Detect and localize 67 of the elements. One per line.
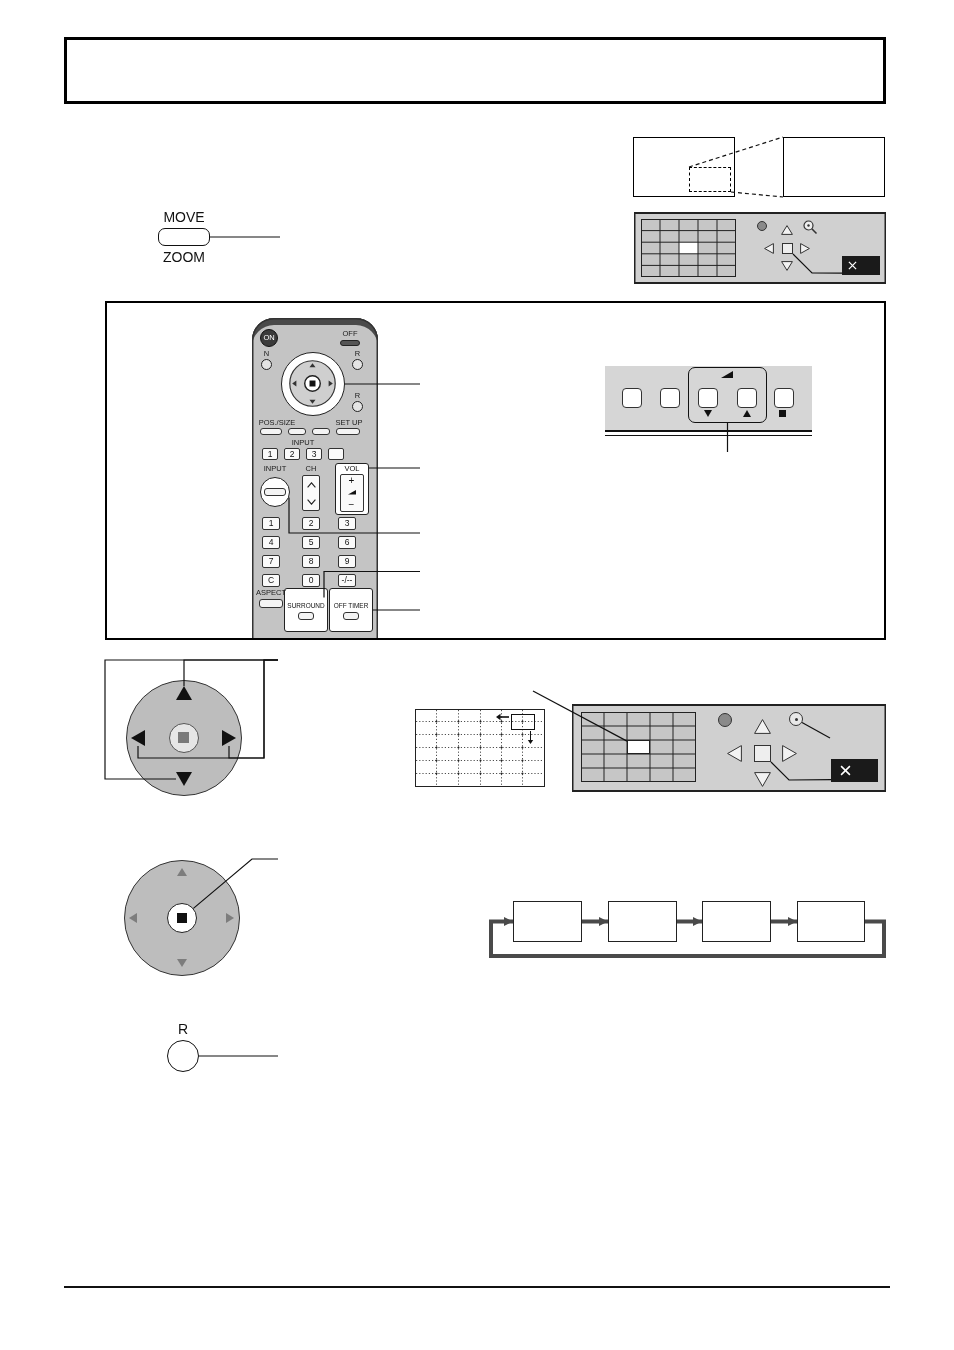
key-caption: R [177,1020,189,1038]
screen-frame [633,137,735,197]
process-box [702,901,771,942]
remote-key: 2 [302,517,320,530]
minus-sign: − [348,499,355,510]
side-control-panel [605,366,812,436]
remote-key: 2 [284,448,300,460]
remote-key: 4 [262,536,280,549]
remote-key: 1 [262,517,280,530]
remote-key: 5 [302,536,320,549]
leader-line [323,570,421,598]
on-screen-menu-panel [634,212,886,284]
title-banner [64,37,886,104]
leader-line [104,659,279,780]
down-arrow-mark [175,771,192,786]
flow-arrow [582,916,608,927]
remote-key: 0 [302,574,320,587]
leader-line [288,496,421,534]
flow-arrow [677,916,702,927]
remote-key: -/-- [338,574,356,587]
remote-key: 8 [302,555,320,568]
selected-grid-cell [627,740,650,754]
leader-line [209,236,281,238]
leader-line [801,721,831,739]
remote-key: 9 [338,555,356,568]
zoom-projection-line [688,136,784,168]
up-arrow-mark [175,685,192,700]
highlight-frame [688,367,767,423]
process-box [608,901,677,942]
remote-key: 1 [262,448,278,460]
leader-line [770,761,832,781]
remote-key: C [262,574,280,587]
leader-line [792,253,843,274]
leader-line [372,609,421,611]
circle-dot-icon [789,712,803,726]
on-screen-menu-panel [572,704,886,792]
flow-arrow [771,916,797,927]
remote-key: 3 [306,448,322,460]
close-button [831,759,878,782]
remote-key: 7 [262,555,280,568]
zoom-area-frame [689,167,731,192]
remote-key: 3 [338,517,356,530]
zoom-projection-line [730,191,784,198]
flow-arrow [489,916,886,958]
screen-frame [783,137,885,197]
right-arrow-mark [221,729,236,746]
leader-line [368,467,421,469]
highlight-frame [335,463,369,515]
leader-line [192,858,279,909]
leader-line [532,690,628,742]
plus-sign: + [348,475,355,486]
section-frame [105,301,886,640]
leader-line [198,1055,279,1057]
leader-line [726,422,729,453]
close-button [842,256,880,275]
process-box [513,901,582,942]
select-key [166,902,197,933]
left-arrow-mark [130,729,145,746]
key-caption: ZOOM [163,249,205,265]
leader-line [344,383,421,385]
process-box [797,901,865,942]
highlight-circle [260,477,290,507]
remote-control [252,318,378,638]
square-key [782,243,793,254]
key-caption: MOVE [163,209,205,225]
remote-key: 6 [338,536,356,549]
square-key [754,745,771,762]
